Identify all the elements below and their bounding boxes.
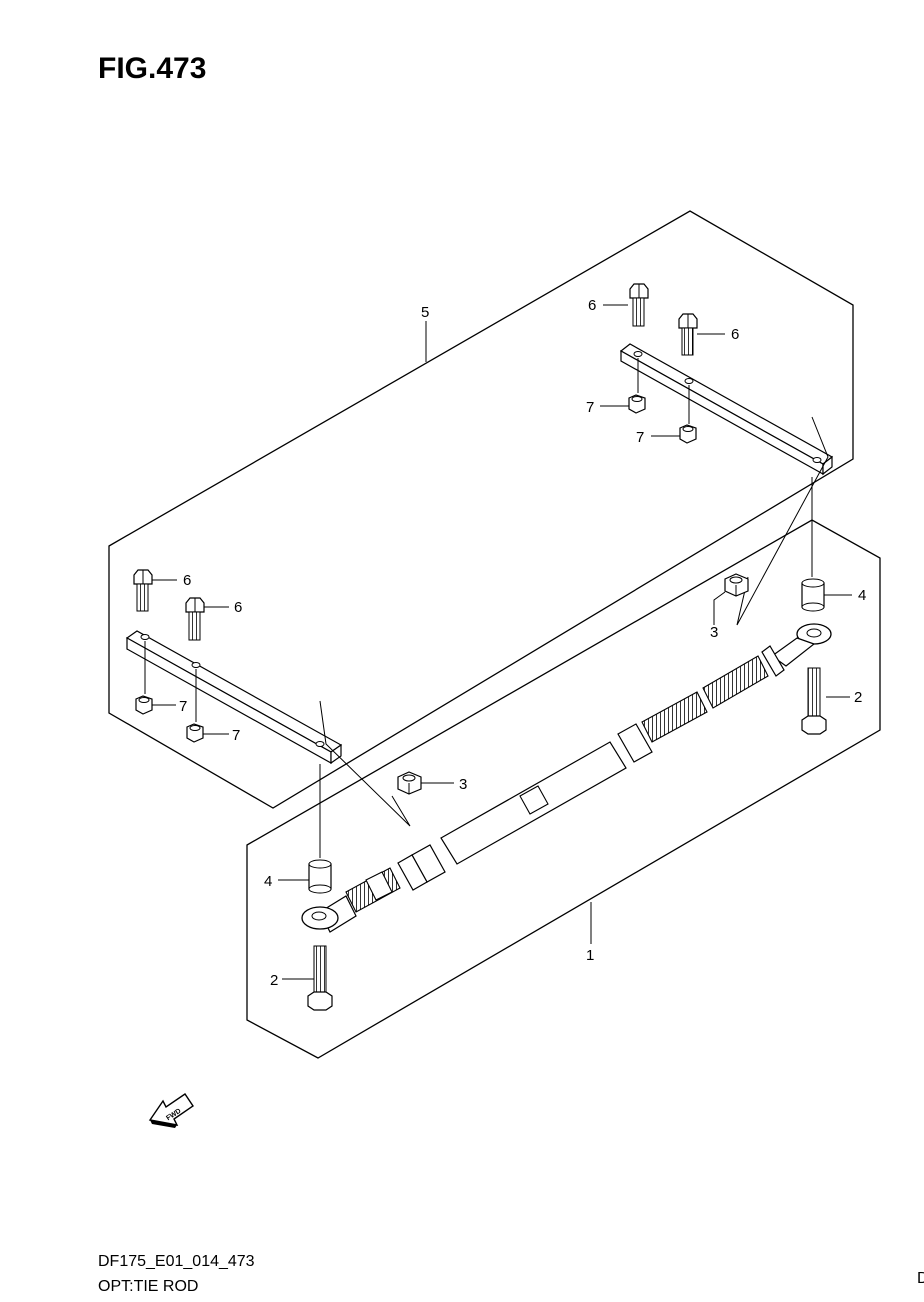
tie-rod [301, 623, 832, 933]
bolt-right-1 [629, 283, 649, 327]
callout-7: 7 [232, 727, 240, 744]
callout-1: 1 [586, 947, 594, 964]
nut-left-2 [186, 723, 204, 743]
bracket-plate-left [125, 630, 343, 765]
spacer-left [308, 859, 332, 894]
callout-2: 2 [270, 972, 278, 989]
lock-nut-left [397, 771, 422, 795]
bracket-plate-right [619, 343, 834, 476]
nut-right-2 [679, 424, 697, 444]
callout-7: 7 [636, 429, 644, 446]
nut-right-1 [628, 394, 646, 414]
callout-7: 7 [179, 698, 187, 715]
callout-3: 3 [459, 776, 467, 793]
rod-end-bolt-left [307, 945, 333, 1011]
corner-mark: D [917, 1270, 924, 1287]
bolt-left-1 [133, 569, 153, 612]
callout-7: 7 [586, 399, 594, 416]
fwd-arrow-icon: FWD [148, 1093, 194, 1128]
callout-6: 6 [234, 599, 242, 616]
callout-2: 2 [854, 689, 862, 706]
rod-end-bolt-right [801, 667, 827, 735]
drawing-description: OPT:TIE ROD [98, 1278, 199, 1295]
nut-left-1 [135, 695, 153, 715]
bolt-right-2 [678, 313, 698, 356]
callout-4: 4 [858, 587, 866, 604]
lock-nut-right [724, 573, 749, 597]
callout-6: 6 [588, 297, 596, 314]
callout-6: 6 [731, 326, 739, 343]
bolt-left-2 [185, 597, 205, 641]
callout-4: 4 [264, 873, 272, 890]
spacer-right [801, 578, 825, 612]
figure-title: FIG.473 [98, 52, 207, 85]
callout-5: 5 [421, 304, 429, 321]
callout-3: 3 [710, 624, 718, 641]
drawing-code: DF175_E01_014_473 [98, 1253, 255, 1270]
bracket-kit-frame [108, 210, 854, 809]
callout-6: 6 [183, 572, 191, 589]
